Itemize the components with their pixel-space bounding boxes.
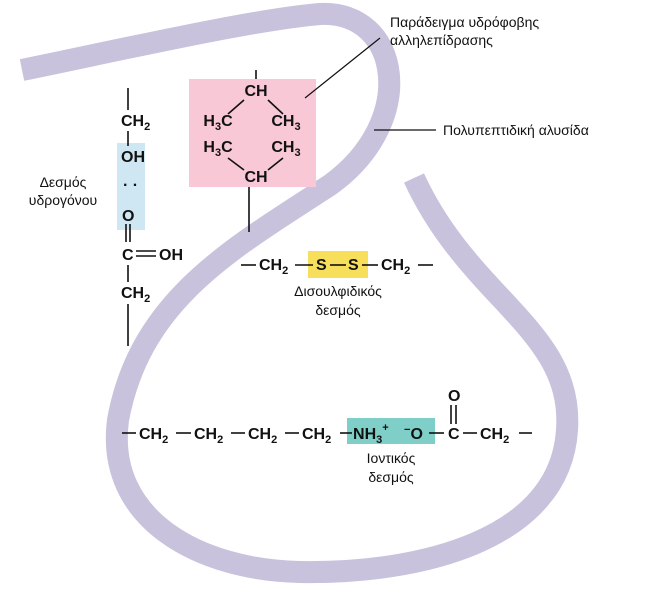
hydrophobic-box (189, 79, 316, 187)
oh-group: OH (121, 149, 145, 166)
hydrogen-bond-box (117, 143, 145, 230)
c-carbonyl: C (122, 247, 134, 264)
ch3-upper: CH3 (271, 113, 300, 133)
disulfide-group: CH2 S S CH2 (241, 257, 433, 277)
hydrophobic-label-1: Παράδειγμα υδρόφοβης (390, 14, 539, 30)
disulfide-label-1: Δισουλφιδικός (294, 283, 382, 299)
hydrophobic-label-2: αλληλεπίδρασης (390, 32, 493, 48)
ch-top: CH (244, 83, 267, 100)
ionic-label-2: δεσμός (368, 469, 414, 485)
c-carboxyl: C (448, 426, 460, 443)
polypeptide-label: Πολυπεπτιδική αλυσίδα (443, 122, 589, 138)
ch2-right: CH2 (381, 257, 410, 277)
hydrogen-label-2: υδρογόνου (29, 192, 97, 208)
polypeptide-chain (19, 2, 579, 584)
disulfide-label-2: δεσμός (315, 302, 361, 318)
ch-bottom: CH (244, 169, 267, 186)
oh-acid: OH (159, 247, 183, 264)
hydrogen-dots: · · (123, 177, 138, 194)
hydrogen-bond-group: CH2 OH · · O C OH CH2 (121, 88, 183, 346)
ch2-bottom: CH2 (121, 285, 150, 305)
ch2-ionic-3: CH2 (248, 426, 277, 446)
ionic-label-1: Ιοντικός (367, 450, 416, 466)
hydrophobic-group: CH H3C CH3 H3C CH3 CH (203, 70, 301, 232)
o-acceptor: O (122, 208, 134, 225)
ch2-left: CH2 (259, 257, 288, 277)
ch2-ionic-2: CH2 (194, 426, 223, 446)
nh3-plus: NH3+ (353, 422, 389, 446)
hydrophobic-leader (304, 37, 381, 99)
ionic-group: CH2 CH2 CH2 CH2 NH3+ −O C O CH2 (122, 388, 532, 446)
ch2-ionic-4: CH2 (302, 426, 331, 446)
ch3-lower: CH3 (271, 139, 300, 159)
hydrogen-label-1: Δεσμός (40, 174, 87, 190)
h3c-upper: H3C (203, 113, 233, 133)
h3c-lower: H3C (203, 139, 233, 159)
ch2-ionic-1: CH2 (139, 426, 168, 446)
ionic-box (347, 418, 435, 444)
sulfur-right: S (348, 257, 359, 274)
ch2-top: CH2 (121, 113, 150, 133)
sulfur-left: S (316, 257, 327, 274)
ch2-ionic-5: CH2 (480, 426, 509, 446)
o-minus: −O (404, 424, 423, 443)
o-carboxyl: O (448, 388, 460, 405)
